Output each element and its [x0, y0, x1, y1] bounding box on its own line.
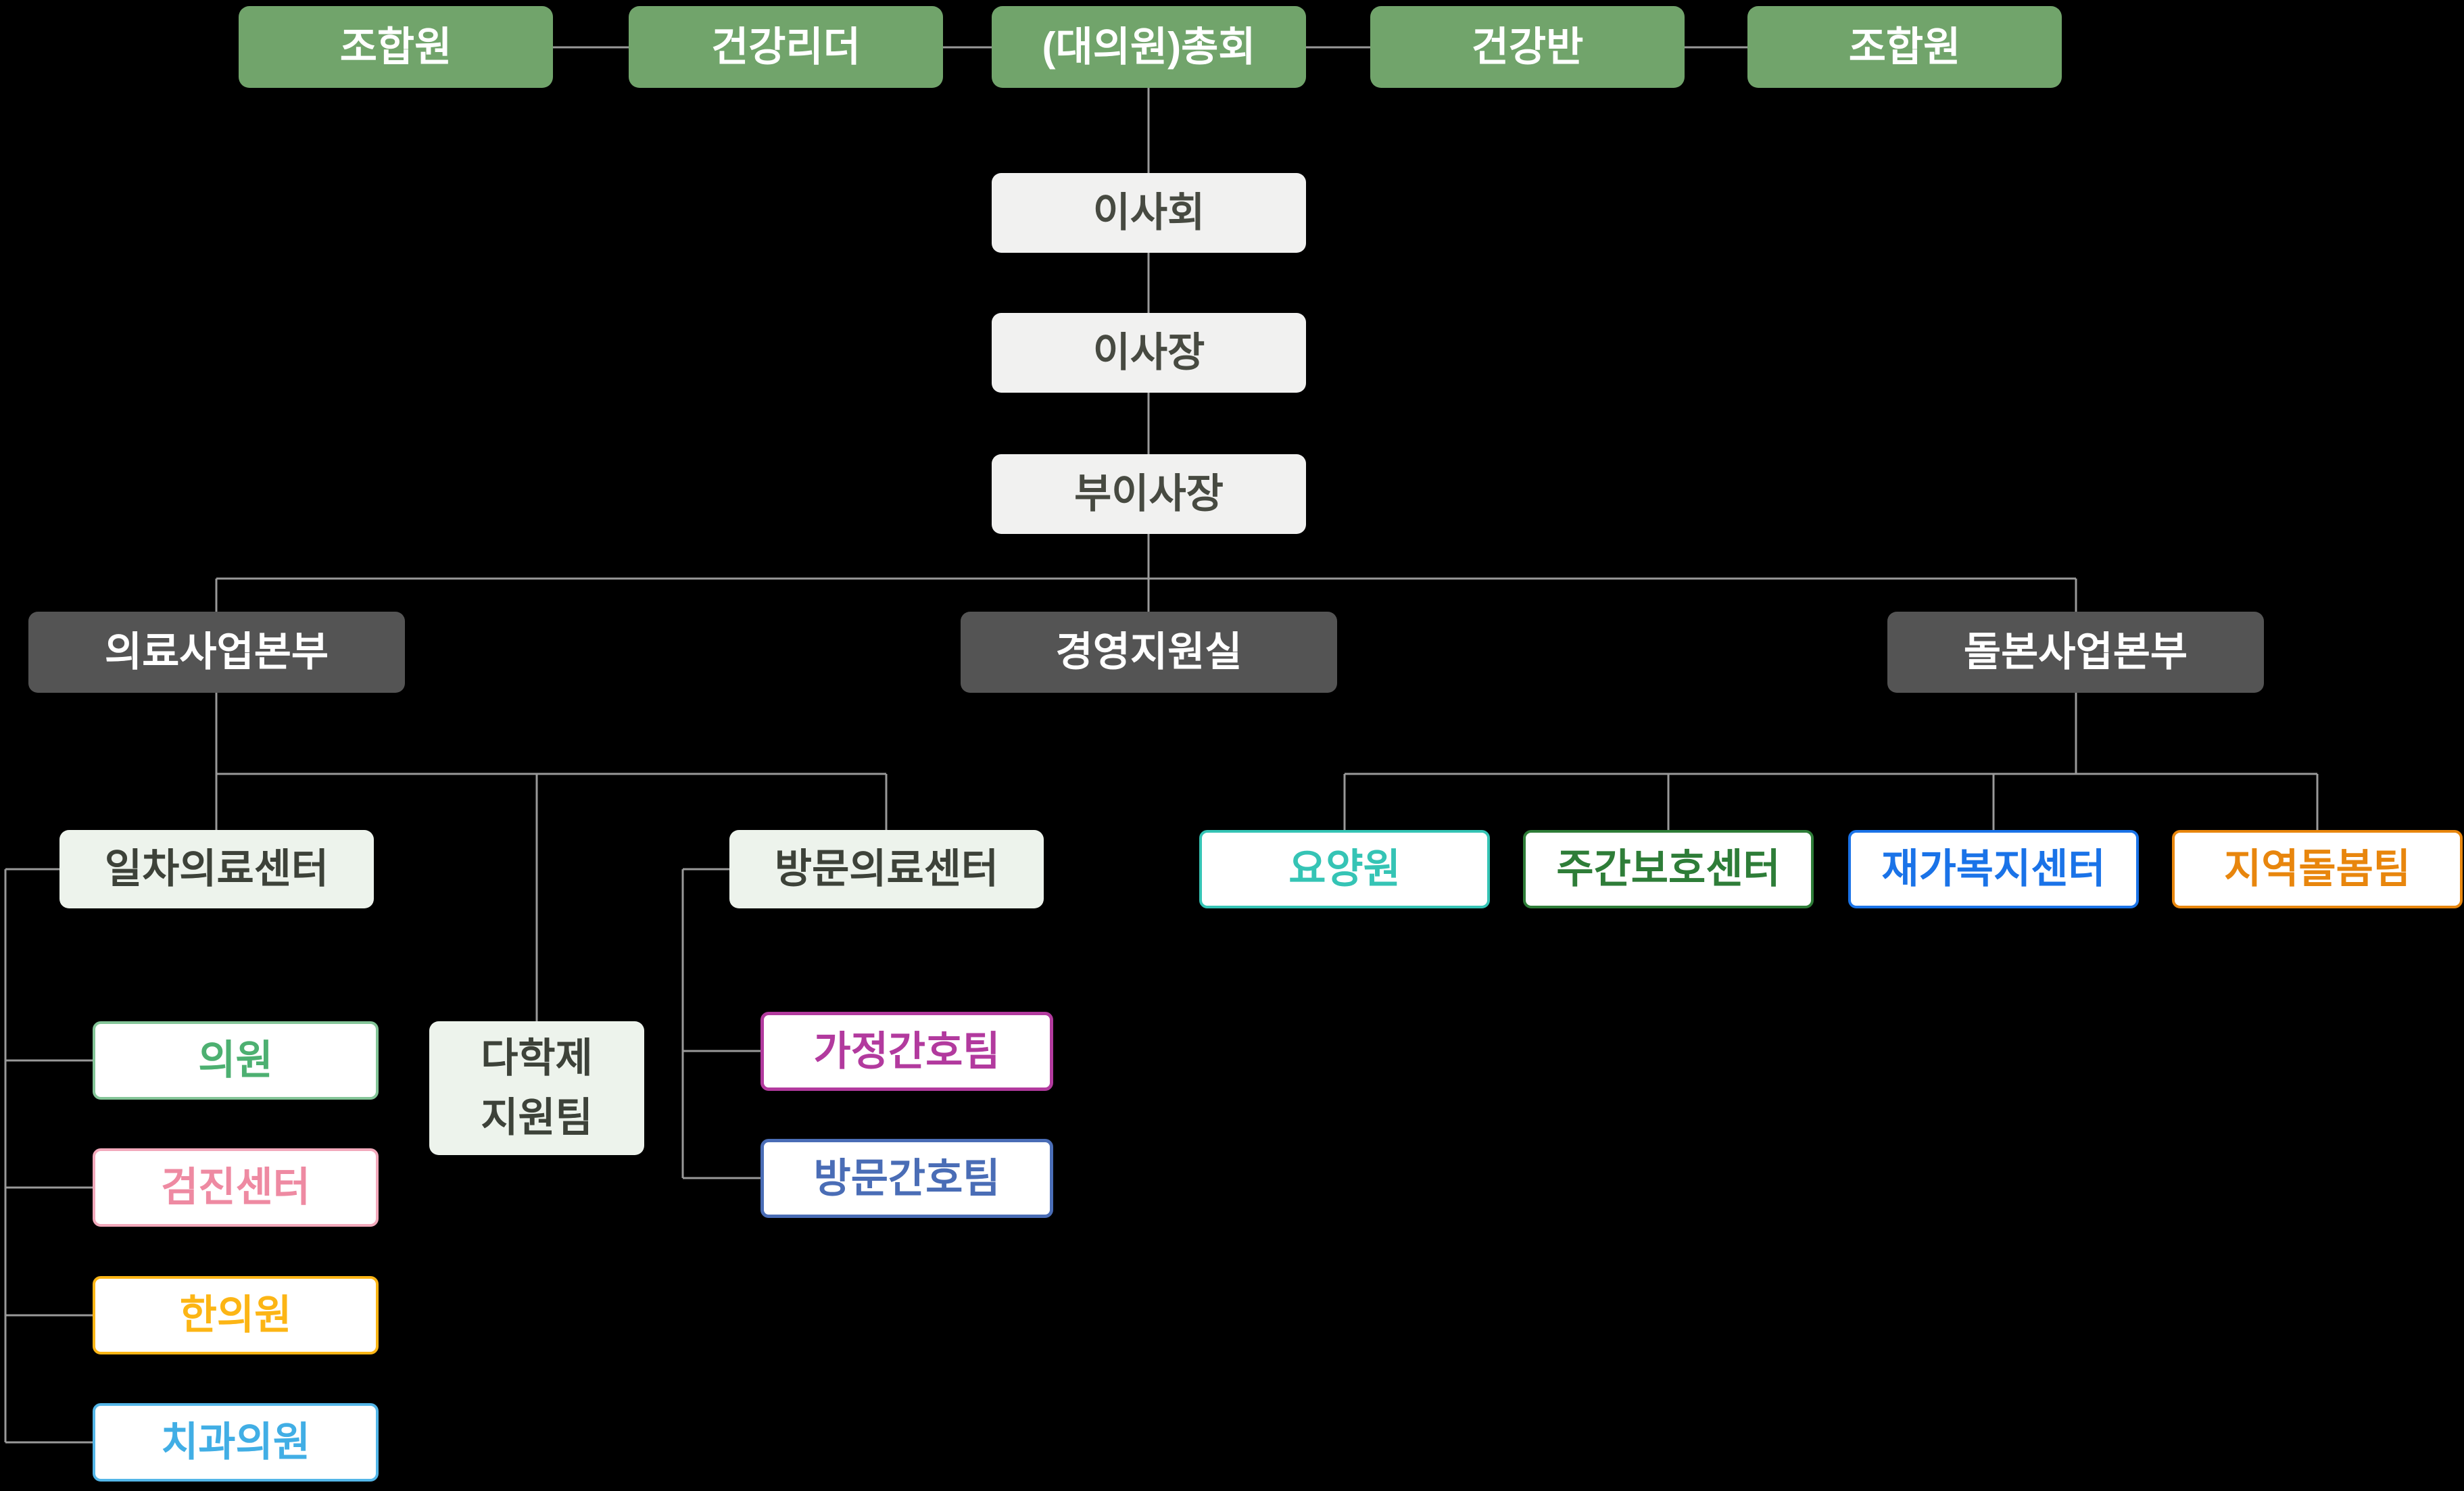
node-community-care-team: 지역돌봄팀: [2172, 830, 2463, 908]
node-label-line2: 지원팀: [481, 1095, 593, 1140]
node-health-group: 건강반: [1370, 6, 1685, 88]
node-clinic: 의원: [93, 1021, 379, 1100]
node-member-left: 조합원: [239, 6, 553, 88]
node-home-welfare-center: 재가복지센터: [1848, 830, 2139, 908]
node-multidisciplinary-team: 다학제 지원팀: [429, 1021, 644, 1155]
node-vice-chairman: 부이사장: [992, 454, 1306, 534]
node-visiting-care-center: 방문의료센터: [729, 830, 1044, 908]
node-board: 이사회: [992, 173, 1306, 253]
node-chairman: 이사장: [992, 313, 1306, 393]
node-primary-care-center: 일차의료센터: [59, 830, 374, 908]
node-label-line1: 다학제: [481, 1035, 593, 1081]
node-member-right: 조합원: [1747, 6, 2062, 88]
node-day-care-center: 주간보호센터: [1523, 830, 1814, 908]
node-korean-medicine-clinic: 한의원: [93, 1276, 379, 1354]
node-management-office: 경영지원실: [961, 612, 1337, 693]
node-visiting-nursing-team: 방문간호팀: [760, 1139, 1053, 1218]
node-dental-clinic: 치과의원: [93, 1403, 379, 1482]
node-nursing-home: 요양원: [1199, 830, 1490, 908]
node-health-leader: 건강리더: [629, 6, 943, 88]
node-care-division: 돌본사업본부: [1887, 612, 2264, 693]
node-screening-center: 검진센터: [93, 1148, 379, 1227]
node-medical-division: 의료사업본부: [28, 612, 405, 693]
node-home-nursing-team: 가정간호팀: [760, 1012, 1053, 1091]
node-general-assembly: (대의원)총회: [992, 6, 1306, 88]
